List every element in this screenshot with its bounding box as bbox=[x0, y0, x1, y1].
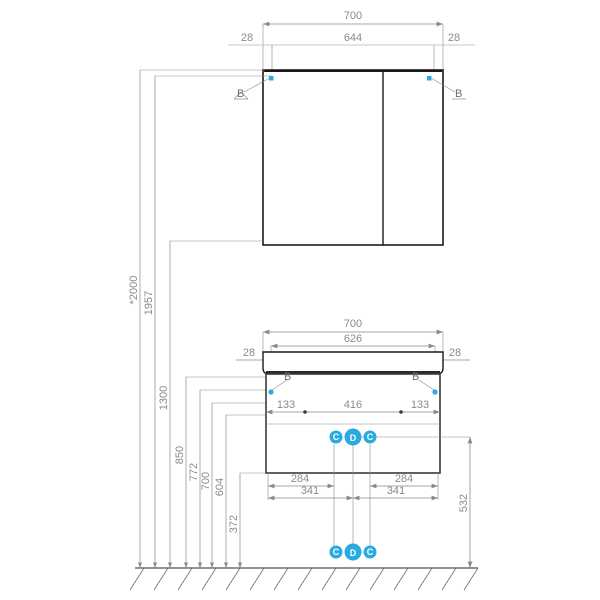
dim-tick-dot bbox=[303, 410, 307, 414]
mount-point-icon bbox=[427, 76, 432, 81]
dim-label-right-offset-top: 28 bbox=[448, 32, 460, 44]
service-marker-c-right-icon[interactable] bbox=[363, 430, 377, 444]
right-height-dimension-group: 532 bbox=[458, 437, 473, 568]
mirror-cabinet-body[interactable] bbox=[262, 69, 444, 246]
mirror-cabinet-top-edge bbox=[264, 70, 442, 72]
basin-bottom-edge bbox=[266, 371, 440, 374]
floor-marker-d-icon[interactable] bbox=[344, 543, 362, 561]
service-marker-c-right-label: C bbox=[367, 432, 374, 442]
service-marker-d-icon[interactable] bbox=[344, 428, 362, 446]
mirror-cabinet[interactable]: B B bbox=[233, 69, 466, 246]
dim-label-372: 372 bbox=[228, 515, 240, 533]
dim-label-center-segment: 416 bbox=[344, 399, 362, 411]
floor-marker-c-right-label: C bbox=[367, 547, 374, 557]
mount-point-icon bbox=[269, 76, 274, 81]
left-extension-lines bbox=[140, 69, 272, 474]
leader-line-b-right-vanity bbox=[418, 379, 435, 391]
floor-marker-c-left-icon[interactable] bbox=[329, 545, 343, 559]
dim-label-700-vert: 700 bbox=[200, 472, 212, 490]
leader-bracket-left bbox=[233, 91, 249, 100]
dim-label-1300: 1300 bbox=[158, 386, 170, 410]
dim-label-1957: 1957 bbox=[143, 291, 155, 315]
top-dimension-group: 700 644 28 28 bbox=[228, 10, 475, 76]
callout-b-left-vanity: B bbox=[284, 371, 291, 383]
service-marker-d-label: D bbox=[350, 433, 357, 443]
mount-spacing-dimension-group: 133 416 133 bbox=[266, 399, 440, 415]
leader-line-b-right bbox=[430, 77, 456, 93]
service-position-dimension-group: 284 284 341 341 bbox=[267, 473, 439, 501]
callout-b-right-vanity: B bbox=[412, 371, 419, 383]
leader-line-b-left bbox=[243, 77, 271, 93]
mount-point-icon bbox=[432, 389, 438, 395]
dim-label-right-mount: 284 bbox=[395, 473, 413, 485]
dim-label-vanity-left-offset: 28 bbox=[243, 347, 255, 359]
vertical-dimension-group: *2000 1957 1300 850 772 700 604 372 bbox=[128, 70, 243, 568]
dim-label-left-offset-top: 28 bbox=[241, 32, 253, 44]
floor-marker-c-right-icon[interactable] bbox=[363, 545, 377, 559]
dim-label-850: 850 bbox=[174, 446, 186, 464]
callout-b-left: B bbox=[237, 88, 244, 100]
floor-hatching bbox=[129, 567, 479, 591]
mount-point-icon bbox=[268, 389, 274, 395]
floor-marker-d-label: D bbox=[350, 548, 357, 558]
dim-label-inner-width-top: 644 bbox=[344, 32, 362, 44]
floor-line-group bbox=[129, 567, 479, 591]
callout-b-right: B bbox=[455, 88, 462, 100]
service-markers-floor[interactable]: C D C bbox=[329, 543, 377, 561]
dim-label-right-mount-outer: 341 bbox=[387, 485, 405, 497]
service-marker-c-left-label: C bbox=[333, 432, 340, 442]
vanity-top-dimension-group: 700 626 28 28 bbox=[236, 318, 470, 375]
dim-label-left-mount-outer: 341 bbox=[301, 485, 319, 497]
dim-label-left-segment: 133 bbox=[277, 399, 295, 411]
dim-label-vanity-overall-width: 700 bbox=[344, 318, 362, 330]
dim-tick-dot bbox=[399, 410, 403, 414]
dim-label-532: 532 bbox=[458, 494, 470, 512]
floor-marker-c-left-label: C bbox=[333, 547, 340, 557]
dim-label-vanity-inner-width: 626 bbox=[344, 333, 362, 345]
dim-label-2000: *2000 bbox=[128, 276, 140, 305]
leader-line-b-left-vanity bbox=[271, 379, 288, 391]
dim-label-overall-width-top: 700 bbox=[344, 10, 362, 22]
service-marker-c-left-icon[interactable] bbox=[329, 430, 343, 444]
dim-label-vanity-right-offset: 28 bbox=[449, 347, 461, 359]
dim-label-604: 604 bbox=[214, 478, 226, 496]
dim-label-772: 772 bbox=[188, 463, 200, 481]
dim-label-right-segment: 133 bbox=[411, 399, 429, 411]
dim-label-left-mount: 284 bbox=[291, 473, 309, 485]
